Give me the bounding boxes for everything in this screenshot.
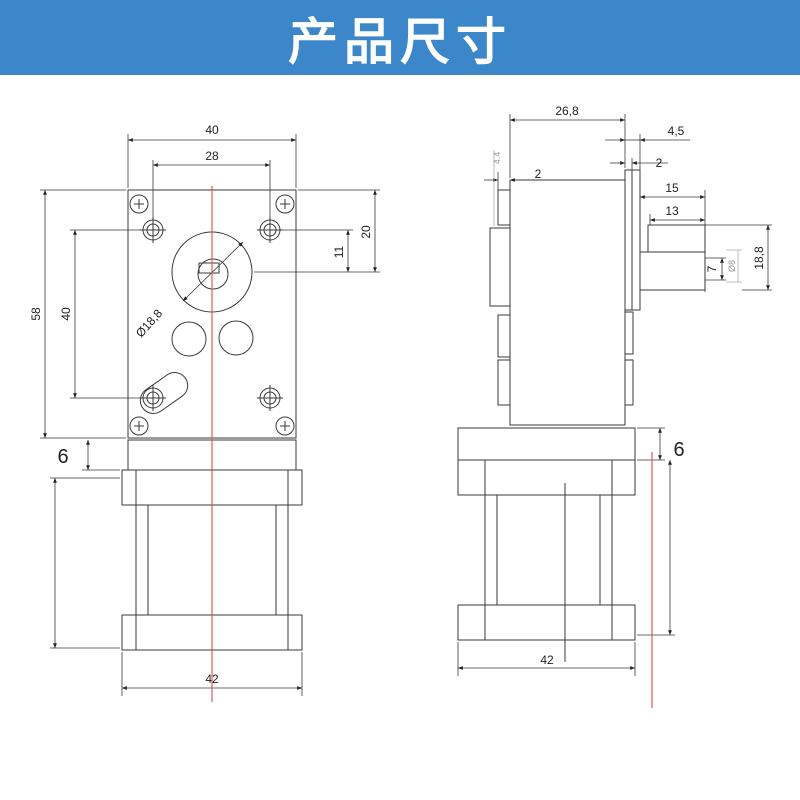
label-shaft-flat: 7: [705, 265, 719, 272]
label-shaft-offset-holes: 11: [332, 245, 346, 258]
front-tab-bottom: [624, 359, 634, 406]
corner-screw-top-right: [275, 194, 295, 214]
corner-screw-bottom-right: [275, 416, 295, 436]
round-hole-left: [171, 321, 207, 357]
label-shaft-offset-top: 20: [359, 225, 373, 239]
dim-gearbox-height: 58: [29, 189, 126, 439]
dim-shaft-offset-holes: 11: [283, 229, 353, 272]
rear-boss: [489, 227, 511, 307]
gearbox-side-outline: [509, 179, 626, 426]
dim-motor-width-side: 42: [457, 642, 636, 676]
label-cover-offset: 4,5: [668, 124, 685, 138]
corner-screw-bottom-left: [129, 416, 149, 436]
dim-flange-thickness-front: 6: [57, 440, 120, 471]
mounting-hole-top-left: [140, 217, 166, 243]
dim-shaft-diameter: Ø8: [726, 249, 742, 283]
dim-shaft-length: 15: [640, 181, 706, 292]
dim-motor-height-side: [637, 460, 675, 636]
dim-boss-height: 18,8: [705, 224, 772, 291]
dim-shaft-flat: 7: [705, 257, 726, 281]
rear-tab-middle: [497, 314, 511, 358]
dim-hole-spacing-horizontal: 28: [152, 149, 271, 218]
label-rear-step: 4.4: [492, 152, 502, 165]
motor-body-side: [457, 459, 636, 662]
dim-rear-step: 4.4: [492, 150, 502, 226]
dim-flange-thickness-side: 6: [637, 427, 685, 461]
label-hole-spacing-vertical: 40: [59, 307, 73, 321]
dim-gearbox-width: 40: [127, 123, 297, 188]
label-flange-thickness-side: 6: [673, 439, 684, 461]
label-boss-height: 18,8: [752, 246, 766, 270]
corner-screw-top-left: [129, 194, 149, 214]
front-view: 40 28 58 40 20 11: [29, 123, 380, 702]
mounting-slot: [139, 372, 189, 414]
banner-title: 产品尺寸: [288, 12, 512, 71]
label-motor-width-side: 42: [540, 653, 554, 667]
flange-plate-side: [457, 427, 636, 461]
rear-tab-bottom: [497, 359, 511, 406]
side-view: 26,8 4,5 2 2 4.4: [457, 104, 772, 708]
dim-gearbox-depth: 26,8: [509, 104, 626, 178]
dim-shaft-offset-top: 20: [254, 189, 380, 273]
output-shaft: [639, 251, 706, 291]
rear-tab-top: [497, 189, 511, 226]
label-shaft-flat-length: 13: [665, 204, 679, 218]
dim-motor-height-front: [50, 477, 120, 649]
label-gearbox-width: 40: [205, 123, 219, 137]
title-banner: 产品尺寸: [0, 0, 800, 75]
label-flange-thickness-front: 6: [57, 446, 68, 468]
mounting-hole-top-right: [257, 217, 283, 243]
dim-shaft-flat-length: 13: [649, 204, 705, 225]
dim-boss-diameter: Ø18,8: [133, 241, 244, 340]
label-hole-spacing-horizontal: 28: [205, 149, 219, 163]
dim-hole-spacing-vertical: 40: [59, 229, 140, 399]
label-shaft-length: 15: [665, 181, 679, 195]
mounting-hole-bottom-right: [257, 385, 283, 411]
label-rear-plate: 2: [535, 167, 542, 181]
dim-rear-plate: 2: [484, 167, 548, 190]
mounting-hole-bottom-left: [140, 385, 166, 411]
label-shaft-diameter: Ø8: [727, 260, 737, 272]
round-hole-right: [218, 320, 254, 356]
dim-cover-offset: 4,5: [605, 124, 690, 250]
label-gearbox-depth: 26,8: [555, 104, 579, 118]
front-tab-middle: [624, 311, 634, 355]
label-boss-diameter: Ø18,8: [133, 306, 165, 340]
shaft-flat-section: [647, 224, 706, 253]
label-cover-plate: 2: [656, 156, 663, 170]
dim-cover-plate: 2: [610, 156, 668, 170]
label-gearbox-height: 58: [29, 307, 43, 321]
